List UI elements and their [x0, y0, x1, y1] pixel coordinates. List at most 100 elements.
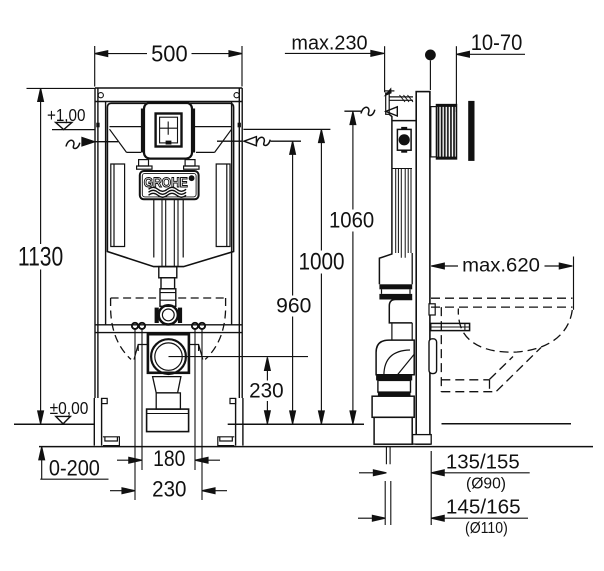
level-marks: +1,00 ±0,00: [47, 105, 398, 425]
arrowhead-28: [431, 469, 445, 477]
arrowhead-18: [349, 410, 357, 425]
grohe-logo-plate: GROHE: [138, 170, 200, 201]
shape-rect-3: [96, 122, 100, 128]
shape-rect-27: [385, 92, 390, 115]
line-work-57: [457, 308, 573, 353]
shape-rect-5: [100, 397, 108, 405]
shape-rect-32: [379, 293, 413, 300]
arrowhead-5: [383, 105, 398, 118]
shape-rect-31: [379, 284, 413, 290]
level-zero-label: ±0,00: [50, 398, 89, 418]
dim-10-70: 10-70: [471, 30, 523, 55]
line-work-2: [230, 88, 243, 398]
shape-rect-12: [165, 140, 172, 145]
shape-circle-2: [233, 92, 240, 99]
line-work-47: [380, 289, 411, 294]
line-work-56: [431, 297, 573, 308]
arrowhead-30: [431, 514, 445, 522]
line-work-44: [395, 168, 412, 258]
arrowhead-23: [128, 456, 142, 464]
line-work-23: [133, 343, 148, 360]
shape-rect-35: [377, 392, 411, 397]
shape-rect-41: [435, 103, 458, 160]
arrowhead-1: [53, 121, 74, 131]
line-work-10: [109, 126, 144, 153]
arrowhead-9: [36, 88, 45, 102]
shape-rect-38: [415, 90, 431, 445]
line-work-52: [385, 446, 391, 465]
arrowhead-10: [36, 410, 45, 425]
dim-0-200: 0-200: [49, 455, 100, 480]
shape-rect-17: [138, 170, 200, 201]
line-work-1: [94, 88, 107, 398]
shape-circle-12: [425, 49, 436, 61]
dim-outlet-230: 230: [249, 379, 284, 402]
line-work-31: [65, 139, 81, 150]
dim-1000: 1000: [298, 249, 344, 276]
dim-dia-90: (Ø90): [466, 476, 506, 493]
shape-rect-43: [428, 303, 436, 316]
line-work-55: [430, 323, 470, 331]
shape-circle-6: [137, 321, 147, 330]
arrowhead-21: [431, 262, 445, 270]
dim-1060: 1060: [329, 207, 374, 232]
line-work-61: [489, 347, 542, 392]
line-work-62: [94, 46, 243, 87]
line-work-51: [383, 349, 415, 376]
arrowhead-2: [81, 136, 97, 147]
line-work-80: [430, 451, 530, 525]
shape-rect-39: [411, 433, 432, 445]
line-work-49: [391, 322, 413, 341]
shape-rect-42: [468, 100, 475, 161]
arrowhead-26: [201, 487, 216, 495]
dim-max-230: max.230: [291, 33, 367, 55]
line-work-20: [160, 292, 176, 301]
line-work-7: [102, 436, 120, 447]
shape-circle-3: [157, 304, 180, 326]
line-work-17: [148, 186, 187, 192]
arrowhead-29: [372, 469, 387, 477]
dim-max-620: max.620: [462, 255, 540, 276]
front-dashed-template: [109, 297, 227, 360]
shape-rect-29: [401, 126, 408, 130]
arrowhead-24: [194, 456, 209, 464]
shape-rect-22: [154, 307, 159, 323]
shape-rect-15: [136, 165, 153, 170]
shape-rect-8: [140, 108, 145, 153]
line-work-21: [134, 329, 203, 500]
line-work-12: [110, 163, 126, 248]
line-work-42: [388, 113, 417, 252]
shape-rect-37: [373, 416, 413, 445]
dimensions: 500 1130 max.230 10-70 960 1000 1060 230…: [18, 30, 575, 537]
shape-rect-33: [376, 374, 413, 381]
shape-rect-4: [237, 122, 241, 128]
shape-circle-1: [97, 92, 104, 99]
line-work-24: [188, 343, 204, 360]
arrowhead-14: [288, 410, 297, 425]
side-dashed-bowl: [431, 297, 573, 393]
line-work-9: [106, 102, 235, 268]
shape-rect-10: [154, 112, 183, 148]
arrowhead-31: [371, 514, 386, 522]
dim-145-165: 145/165: [446, 497, 521, 519]
line-work-45: [378, 251, 393, 285]
arrowhead-19: [263, 357, 272, 371]
shape-rect-9: [191, 108, 196, 153]
line-work-34: [255, 136, 271, 147]
arrowhead-12: [456, 50, 470, 58]
line-work-54: [436, 104, 457, 160]
shape-circle-4: [161, 308, 175, 322]
shape-rect-44: [428, 338, 438, 375]
shape-rect-40: [430, 105, 438, 158]
arrowhead-3: [54, 415, 73, 425]
arrowhead-15: [317, 129, 326, 144]
line-work-6: [234, 398, 244, 446]
shape-rect-6: [229, 397, 237, 405]
dim-bottom-230: 230: [152, 477, 186, 502]
dim-960: 960: [276, 294, 311, 317]
shape-circle-11: [398, 134, 410, 146]
shape-rect-26: [145, 408, 190, 433]
shape-circle-8: [197, 321, 207, 330]
